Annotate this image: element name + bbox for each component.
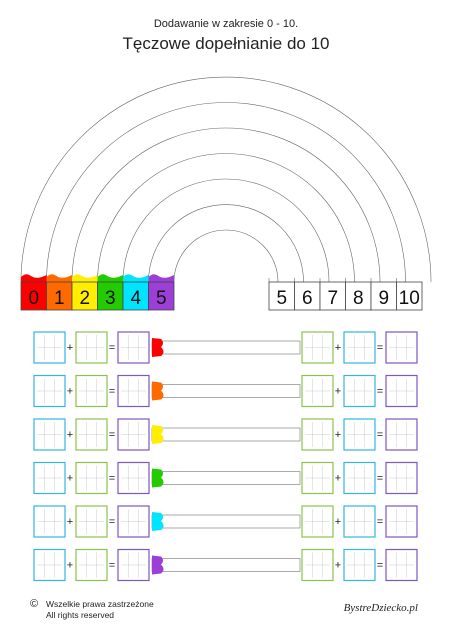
strip-bar [151,340,301,355]
strip-bar [151,558,301,572]
rights-en: All rights reserved [46,610,115,620]
operator-sign: + [335,516,341,528]
color-cap [97,274,123,282]
strip-color-tab [152,555,164,575]
operator-sign: = [109,386,115,398]
brand-logo: BystreDziecko.pl [343,602,418,614]
operator-sign: = [109,473,115,485]
operator-sign: = [377,516,383,528]
right-number: 9 [378,288,389,309]
operator-sign: = [109,342,115,354]
right-number: 8 [353,288,364,309]
left-number: 1 [54,288,65,309]
operator-sign: = [109,516,115,528]
operator-sign: = [377,386,383,398]
copyright-notice: © Wszelkie prawa zastrzeżone All rights … [30,599,154,621]
right-number-cell [396,281,423,311]
operator-sign: + [335,386,341,398]
left-number-cell [97,281,124,311]
strip-color-tab [152,338,164,357]
left-number: 5 [156,288,167,309]
operator-sign: + [67,473,73,485]
rainbow-arc [20,76,432,283]
right-number: 7 [327,288,338,309]
left-number-cell [122,281,149,311]
operator-sign: = [109,560,115,572]
color-cap [148,274,174,282]
operator-sign: + [335,560,341,572]
strip-bar [151,427,301,442]
worksheet-subtitle: Dodawanie w zakresie 0 - 10. [153,18,299,30]
right-number-cell [345,281,372,311]
strip-color-tab [152,468,164,488]
left-number-cell [148,281,175,311]
rainbow-arc [122,178,330,283]
left-number-cell [46,281,73,311]
operator-sign: + [67,560,73,572]
operator-sign: + [67,342,73,354]
right-number: 5 [276,288,287,309]
operator-sign: = [377,560,383,572]
operator-sign: = [377,342,383,354]
operator-sign: + [335,429,341,441]
strip-bar [151,384,301,398]
rainbow-inner-arc [173,229,279,283]
color-cap [21,274,47,282]
rights-pl: Wszelkie prawa zastrzeżone [46,599,154,609]
strip-bar [151,514,301,529]
color-cap [46,274,72,282]
operator-sign: = [109,429,115,441]
copyright-icon: © [30,598,39,610]
rainbow-arc [148,204,304,283]
left-number-cell [20,281,47,311]
operator-sign: = [377,429,383,441]
strip-color-tab [152,425,164,444]
color-cap [123,274,149,282]
operator-sign: = [377,473,383,485]
operator-sign: + [67,516,73,528]
operator-sign: + [67,429,73,441]
rainbow-arc [71,127,381,283]
operator-sign: + [335,342,341,354]
rainbow-arc [97,153,355,283]
color-cap [72,274,98,282]
operator-sign: + [335,473,341,485]
right-number: 10 [399,288,420,309]
strip-color-tab [152,512,164,531]
right-number: 6 [302,288,313,309]
left-number: 2 [79,288,90,309]
right-number-cell [294,281,321,311]
left-number: 0 [28,288,39,309]
right-number-cell [319,281,346,311]
strip-bar [151,471,301,485]
left-number: 4 [130,288,141,309]
strip-color-tab [152,381,164,401]
rainbow-arc [46,102,406,283]
worksheet-title: Tęczowe dopełnianie do 10 [122,34,330,53]
operator-sign: + [67,386,73,398]
left-number: 3 [105,288,116,309]
